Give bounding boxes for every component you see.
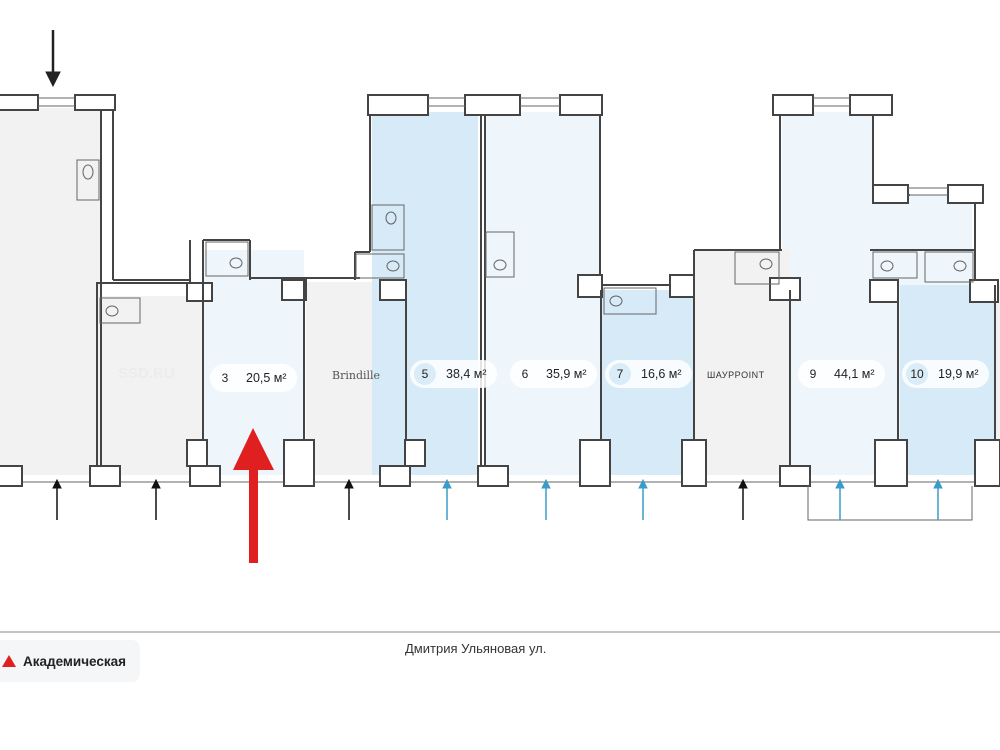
toilet-icon: [76, 159, 100, 201]
unit-number: 7: [609, 363, 631, 385]
unit-number: 9: [809, 367, 817, 381]
metro-badge: Академическая: [0, 640, 140, 682]
metro-icon: [2, 655, 16, 667]
arrow-up-icon: [151, 478, 161, 520]
arrow-up-icon: [52, 478, 62, 520]
arrow-up-icon: [835, 478, 845, 520]
unit-number: 3: [221, 371, 229, 385]
unit-number: 6: [521, 367, 529, 381]
arrow-up-icon: [442, 478, 452, 520]
metro-name: Академическая: [23, 653, 127, 669]
toilet-icon: [355, 253, 405, 279]
toilet-icon: [99, 297, 141, 324]
room-left-large: [0, 108, 100, 475]
red-arrow-up-icon: [233, 428, 274, 563]
unit-label-9[interactable]: 9 44,1 м²: [798, 360, 885, 388]
toilet-icon: [485, 231, 515, 278]
unit-area: 20,5 м²: [246, 371, 287, 385]
unit-label-3[interactable]: 3 20,5 м²: [210, 364, 297, 392]
room-left-small: [98, 296, 202, 475]
arrow-up-icon: [344, 478, 354, 520]
unit-number: 5: [414, 363, 436, 385]
toilet-icon: [872, 251, 918, 279]
unit-area: 19,9 м²: [938, 367, 979, 381]
toilet-icon: [371, 204, 405, 251]
arrow-up-icon: [933, 478, 943, 520]
tenant-shaurpoint: ШАУРPOINT: [707, 370, 765, 380]
watermark: SSD.RU: [118, 365, 175, 382]
entrance-arrows: [45, 30, 943, 563]
toilet-icon: [734, 251, 780, 285]
unit-area: 16,6 м²: [641, 367, 682, 381]
facade: [0, 439, 1000, 521]
street-name: Дмитрия Ульяновая ул.: [405, 641, 547, 656]
unit-area: 38,4 м²: [446, 367, 487, 381]
tenant-brindille: Brindille: [332, 369, 381, 382]
toilet-icon: [205, 241, 249, 277]
unit-area: 35,9 м²: [546, 367, 587, 381]
rooms: [0, 100, 1000, 475]
bathrooms: [76, 159, 974, 324]
arrow-up-icon: [541, 478, 551, 520]
toilet-icon: [924, 251, 974, 283]
unit-area: 44,1 м²: [834, 367, 875, 381]
unit-label-5[interactable]: 5 38,4 м²: [410, 360, 497, 388]
arrow-up-icon: [638, 478, 648, 520]
unit-label-10[interactable]: 10 19,9 м²: [902, 360, 989, 388]
unit-label-7[interactable]: 7 16,6 м²: [605, 360, 692, 388]
arrow-up-icon: [738, 478, 748, 520]
toilet-icon: [603, 287, 657, 315]
unit-label-6[interactable]: 6 35,9 м²: [510, 360, 597, 388]
unit-number: 10: [906, 363, 928, 385]
arrow-down-icon: [45, 30, 61, 88]
room-right-partial: [996, 285, 1000, 475]
